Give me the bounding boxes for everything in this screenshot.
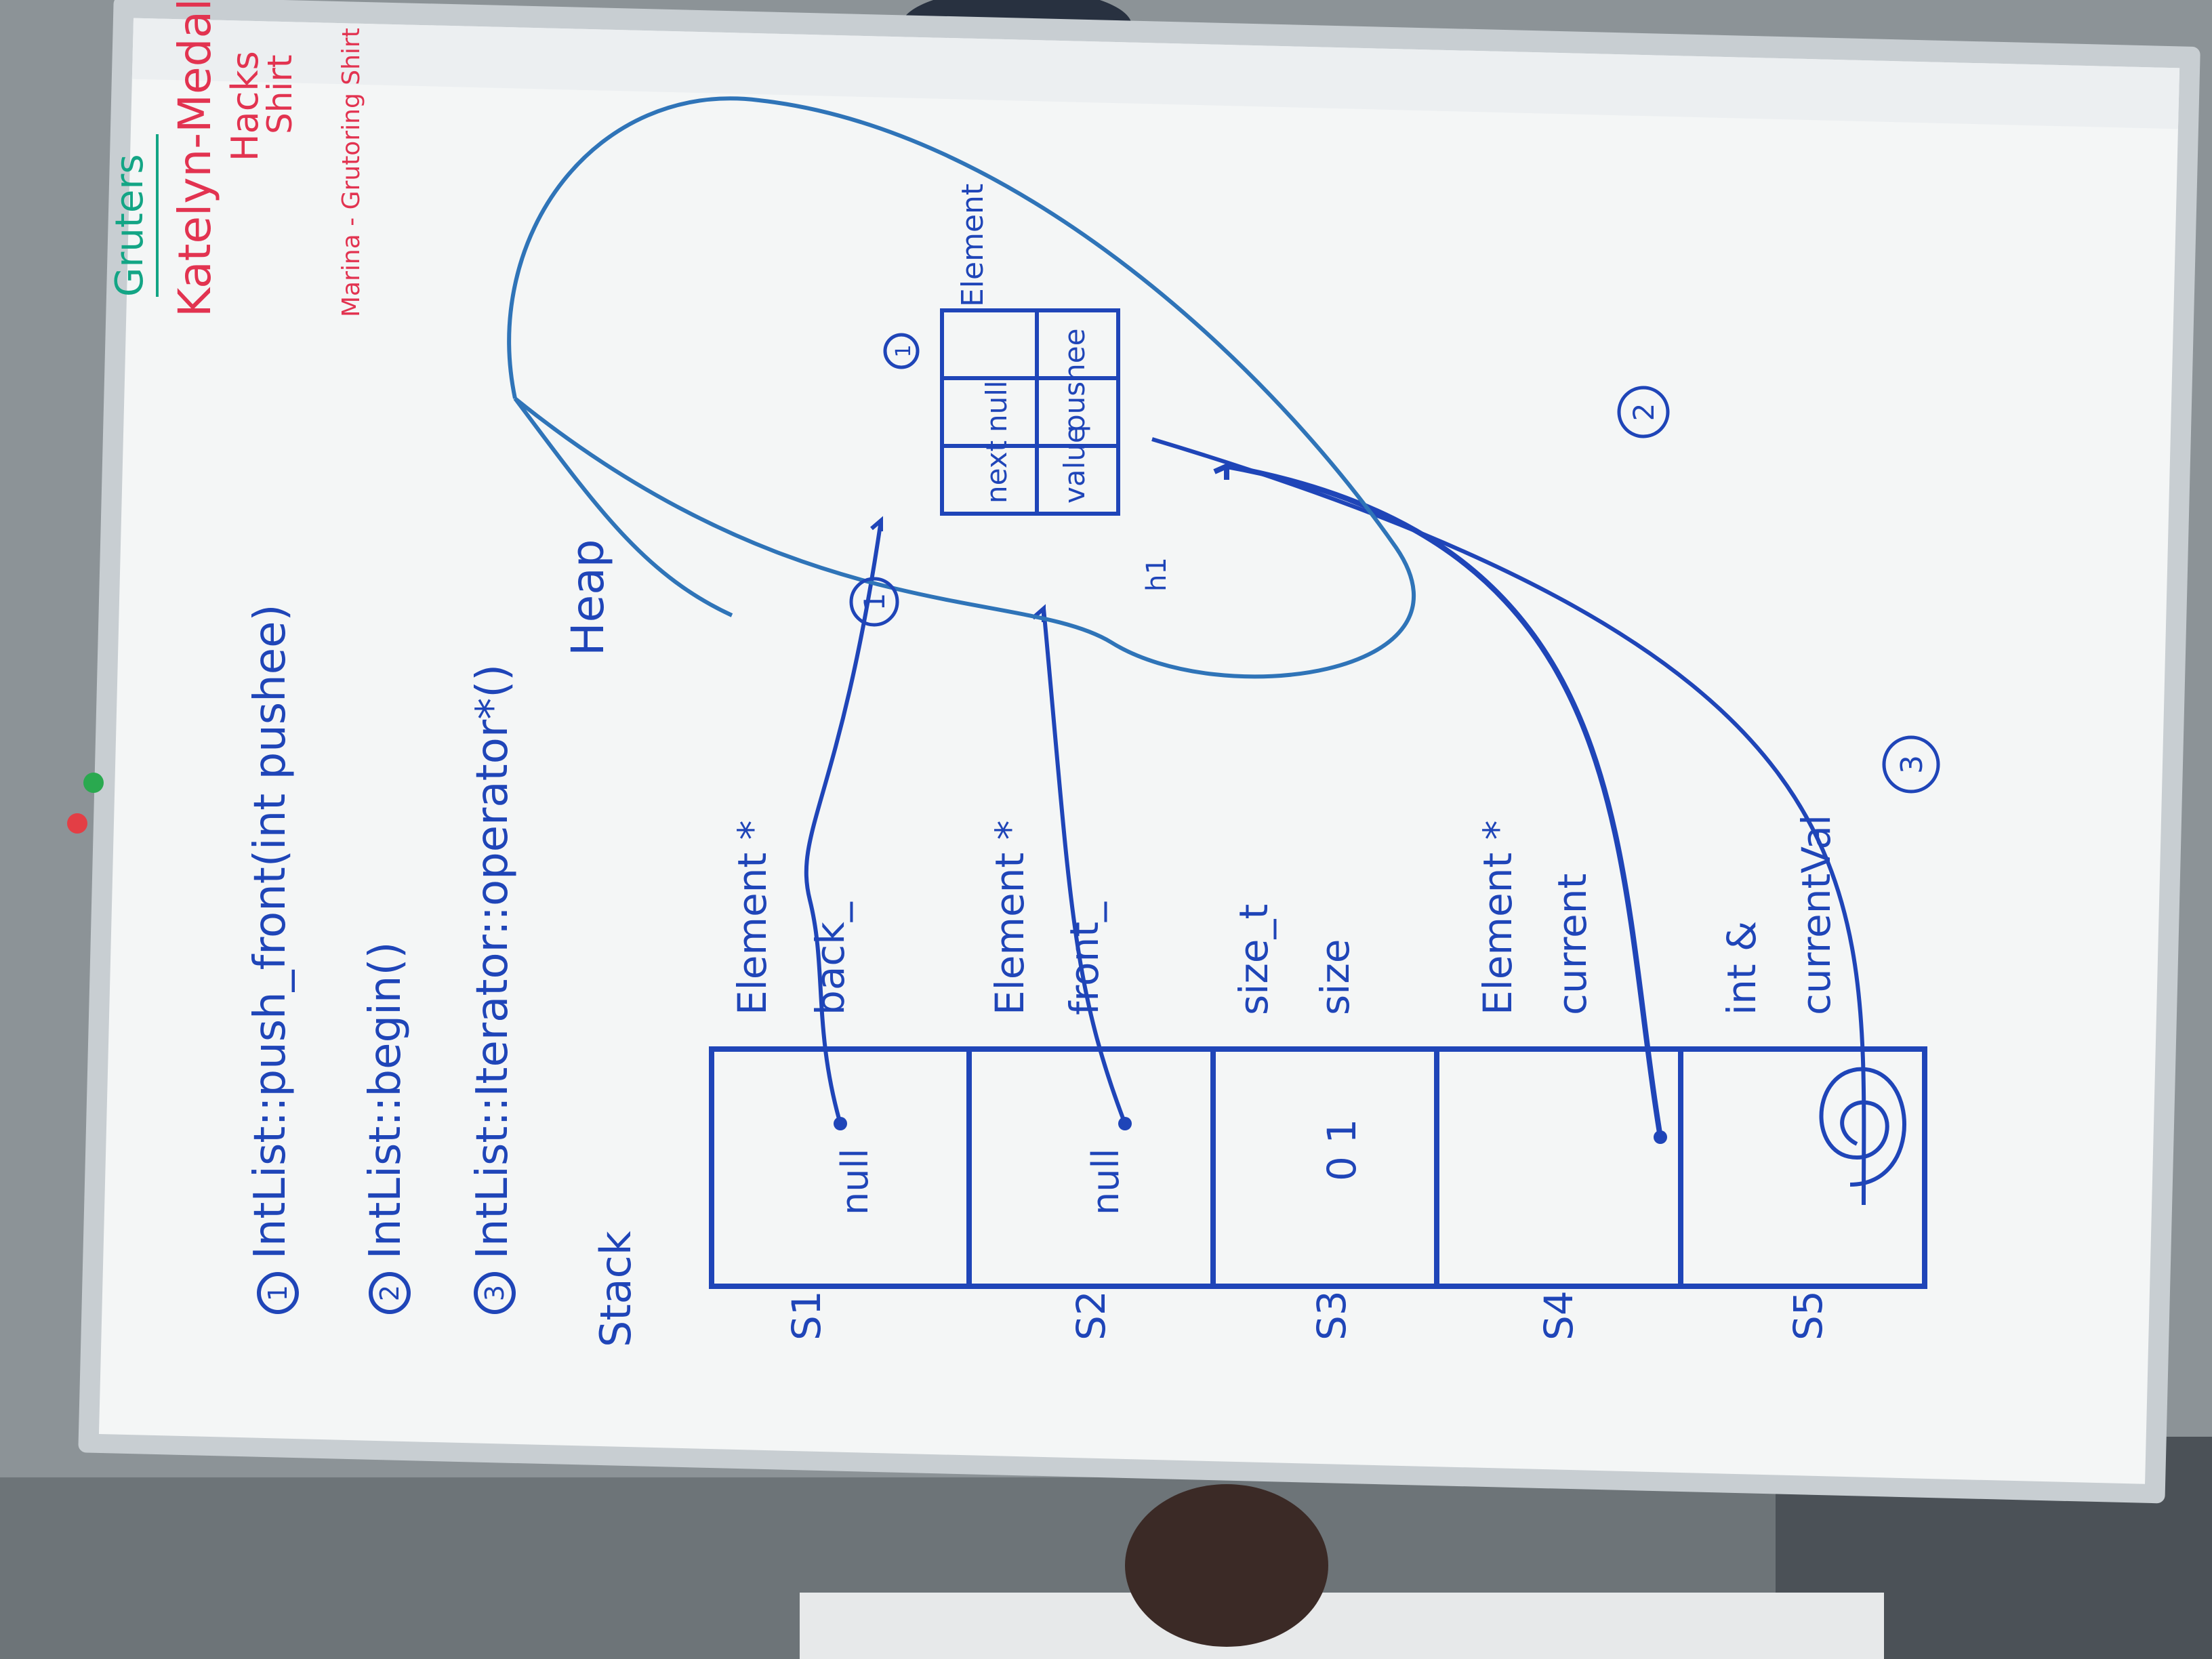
step-1-number: 1 bbox=[263, 1285, 293, 1301]
name-current-val: currentVal bbox=[1793, 815, 1839, 1015]
marker-1: 1 bbox=[858, 593, 891, 611]
name-front: front_ bbox=[1061, 901, 1107, 1015]
type-current: Element * bbox=[1475, 820, 1521, 1015]
type-current-val: int & bbox=[1719, 921, 1765, 1015]
gruters-line2: Hacks bbox=[224, 51, 266, 161]
element-field-next: next bbox=[980, 441, 1013, 504]
type-front: Element * bbox=[987, 820, 1033, 1015]
steps-list: 1 IntList::push_front(int pushee) 2 IntL… bbox=[245, 605, 518, 1314]
slot-s4: S4 bbox=[1536, 1290, 1582, 1340]
element-value-value: pushee bbox=[1058, 329, 1091, 432]
slot-s1: S1 bbox=[783, 1290, 830, 1340]
type-size: size_t bbox=[1231, 904, 1277, 1015]
step-2-text: IntList::begin() bbox=[361, 942, 411, 1259]
step-2-number: 2 bbox=[375, 1285, 405, 1301]
value-front: null bbox=[1084, 1149, 1127, 1215]
green-magnet bbox=[83, 773, 104, 793]
value-back: null bbox=[834, 1149, 876, 1215]
gruters-line4: Marina - Grutoring Shirt bbox=[337, 28, 365, 317]
marker-3: 3 bbox=[1895, 755, 1929, 774]
slot-s5: S5 bbox=[1785, 1290, 1831, 1340]
element-title: Element bbox=[956, 184, 990, 307]
type-back: Element * bbox=[729, 820, 775, 1015]
element-step-marker: 1 bbox=[892, 344, 916, 357]
marker-h1: h1 bbox=[1141, 557, 1172, 592]
step-3-number: 3 bbox=[480, 1285, 510, 1301]
heap-label: Heap bbox=[562, 539, 614, 656]
element-field-value: value bbox=[1058, 426, 1091, 504]
slot-s3: S3 bbox=[1309, 1290, 1355, 1340]
name-size: size bbox=[1312, 939, 1358, 1015]
gruters-line3: Shirt bbox=[260, 55, 300, 134]
element-value-next: null bbox=[980, 380, 1013, 432]
heap-element-box: next value null pushee Element 1 bbox=[883, 184, 1120, 516]
name-current: current bbox=[1549, 874, 1595, 1015]
slot-s2: S2 bbox=[1068, 1290, 1114, 1340]
red-magnet bbox=[67, 813, 87, 834]
value-size: 0 1 bbox=[1319, 1119, 1365, 1181]
gruters-heading: Gruters bbox=[108, 154, 152, 297]
step-1-text: IntList::push_front(int pushee) bbox=[245, 605, 295, 1259]
marker-2: 2 bbox=[1627, 403, 1660, 422]
gruters-line1: Katelyn-Medal bbox=[169, 0, 221, 317]
stack-label: Stack bbox=[591, 1231, 640, 1347]
stack-frame bbox=[709, 1046, 1927, 1289]
step-3-text: IntList::Iterator::operator*() bbox=[468, 664, 518, 1259]
